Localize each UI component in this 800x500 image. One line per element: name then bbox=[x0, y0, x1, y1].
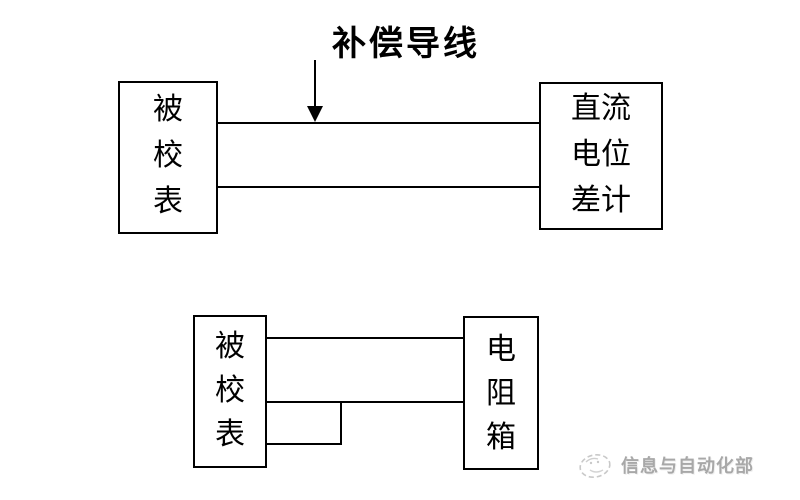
box-label-line: 被 bbox=[153, 92, 183, 127]
top-right-box-dc-potentiometer: 直流 电位 差计 bbox=[539, 82, 663, 230]
top-left-box-meter: 被 校 表 bbox=[118, 81, 218, 234]
box-label-line: 校 bbox=[153, 138, 183, 173]
arrow-down-icon bbox=[314, 60, 316, 108]
box-label-line: 被 bbox=[215, 329, 245, 364]
box-label-line: 差计 bbox=[571, 183, 631, 218]
box-label-line: 箱 bbox=[486, 420, 516, 455]
box-label-line: 电 bbox=[486, 332, 516, 367]
box-label-line: 直流 bbox=[571, 91, 631, 126]
watermark-logo-icon bbox=[579, 453, 611, 479]
bottom-wire-stub-horizontal bbox=[267, 443, 342, 445]
bottom-wire-upper bbox=[267, 337, 463, 339]
box-label-line: 校 bbox=[215, 373, 245, 408]
box-label-line: 表 bbox=[215, 417, 245, 452]
bottom-right-box-resistance-box: 电 阻 箱 bbox=[463, 316, 539, 470]
watermark: 信息与自动化部 bbox=[576, 450, 754, 480]
bottom-wire-middle bbox=[267, 401, 463, 403]
top-wire-upper bbox=[218, 122, 539, 124]
box-label-line: 阻 bbox=[486, 376, 516, 411]
watermark-text: 信息与自动化部 bbox=[621, 456, 754, 477]
bottom-wire-stub-vertical bbox=[340, 401, 342, 445]
box-label-line: 电位 bbox=[571, 137, 631, 172]
bottom-left-box-meter: 被 校 表 bbox=[193, 315, 267, 468]
top-wire-lower bbox=[218, 186, 539, 188]
box-label-line: 表 bbox=[153, 184, 183, 219]
compensation-wire-label: 补偿导线 bbox=[332, 24, 480, 64]
arrow-down-head-icon bbox=[307, 106, 323, 122]
